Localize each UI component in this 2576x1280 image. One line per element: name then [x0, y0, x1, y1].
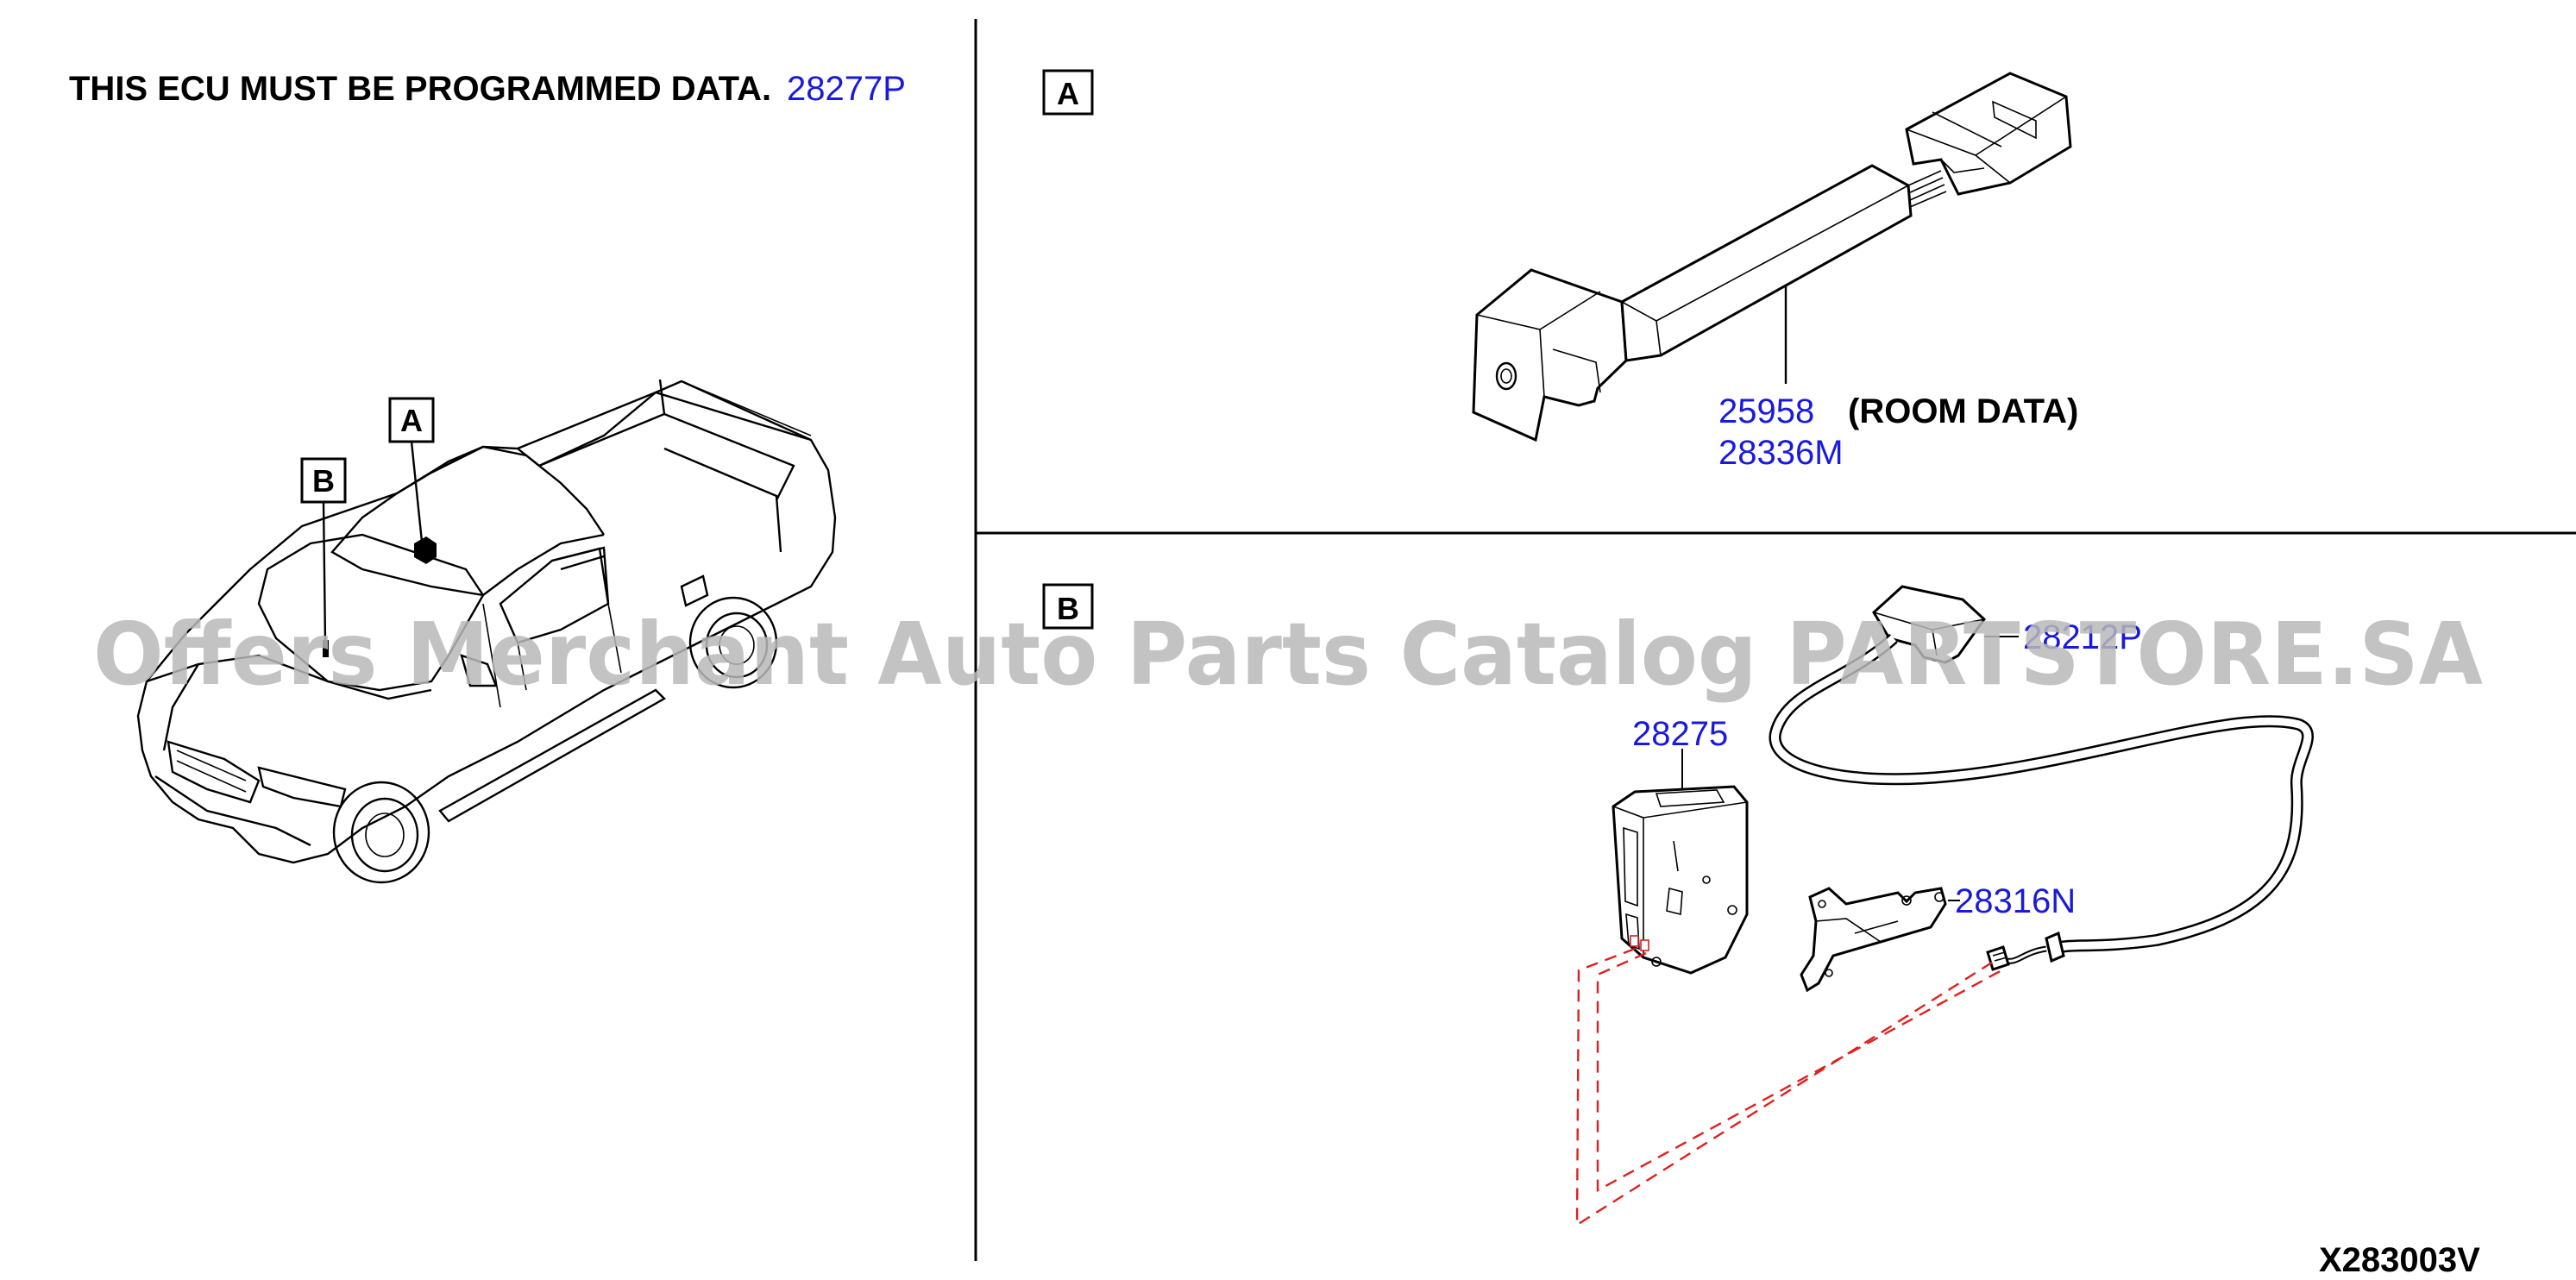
antenna-cable-assembly — [1769, 585, 2314, 971]
programming-note: THIS ECU MUST BE PROGRAMMED DATA. — [69, 70, 771, 108]
watermark: Offers Merchant Auto Parts Catalog PARTS… — [93, 604, 2483, 705]
room-data-sensor-harness — [1472, 72, 2072, 442]
pickup-truck-illustration — [136, 379, 837, 884]
part-number-25958[interactable]: 25958 — [1718, 392, 1814, 430]
harness-routing-dashed — [1575, 947, 2004, 1227]
mounting-bracket — [1800, 887, 1947, 993]
diagram-code: X283003V — [2319, 1241, 2480, 1279]
svg-text:B: B — [312, 463, 335, 499]
vehicle-callout-b[interactable]: B — [300, 457, 347, 643]
svg-text:A: A — [1057, 76, 1079, 111]
section-a-label[interactable]: A — [1042, 69, 1094, 116]
svg-text:A: A — [400, 403, 423, 438]
part-number-28275[interactable]: 28275 — [1632, 715, 1728, 753]
svg-text:B: B — [1057, 591, 1079, 626]
note-part-number[interactable]: 28277P — [787, 70, 906, 108]
room-data-note: (ROOM DATA) — [1848, 392, 2078, 430]
location-marker-a — [414, 536, 437, 564]
part-number-28316n[interactable]: 28316N — [1955, 882, 2076, 920]
part-number-28336m[interactable]: 28336M — [1718, 434, 1844, 472]
section-b-label[interactable]: B — [1042, 583, 1094, 630]
ecu-unit — [1612, 785, 1749, 975]
vehicle-callout-a[interactable]: A — [388, 397, 435, 543]
part-number-28212p[interactable]: 28212P — [2023, 618, 2142, 656]
location-marker-b — [323, 640, 329, 657]
